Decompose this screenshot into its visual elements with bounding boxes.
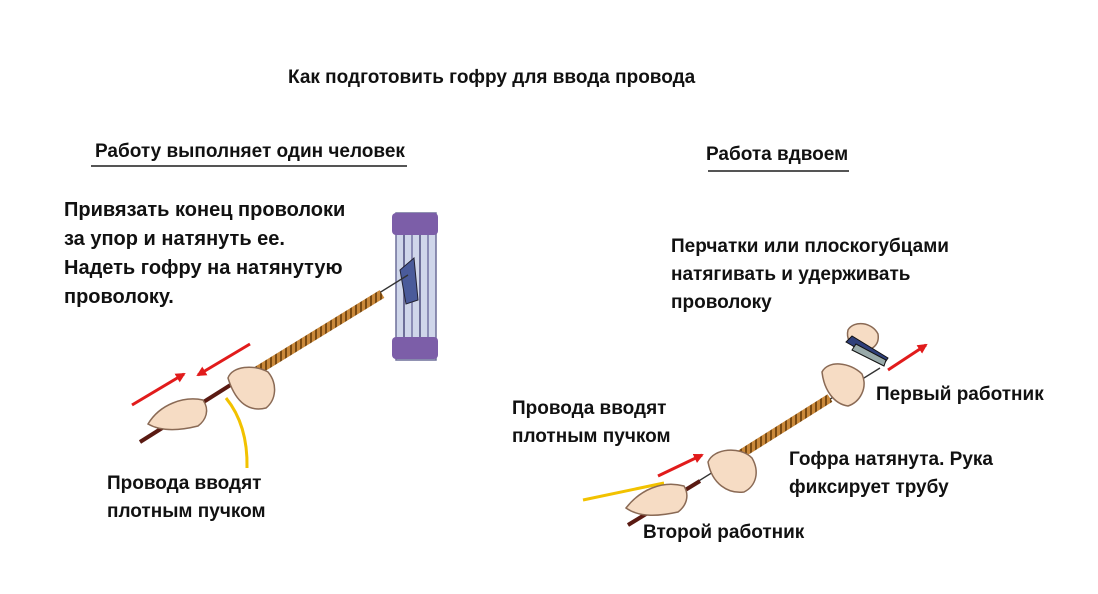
right-hand-pushing bbox=[624, 483, 688, 516]
left-hand-holding bbox=[227, 366, 276, 410]
first-worker-label: Первый работник bbox=[876, 384, 1044, 405]
right-wires-caption: Провода вводят плотным пучком bbox=[512, 398, 671, 447]
left-hand-pushing bbox=[146, 398, 208, 431]
left-heading-underline bbox=[91, 165, 407, 167]
left-yellow-guide bbox=[224, 397, 249, 469]
left-corrugated-tube bbox=[252, 290, 385, 376]
right-section-heading: Работа вдвоем bbox=[706, 144, 849, 165]
left-arrow-down bbox=[196, 342, 251, 377]
left-wires-caption: Провода вводят плотным пучком bbox=[107, 473, 266, 522]
right-heading-underline bbox=[708, 170, 849, 172]
right-instruction-text: Перчатки или плоскогубцами натягивать и … bbox=[671, 236, 949, 313]
right-arrow-top bbox=[887, 343, 928, 372]
left-post bbox=[392, 212, 438, 361]
left-section-heading: Работу выполняет один человек bbox=[95, 141, 405, 162]
left-instruction-text: Привязать конец проволоки за упор и натя… bbox=[64, 199, 346, 308]
corrugation-caption: Гофра натянута. Рука фиксирует трубу bbox=[789, 449, 993, 498]
main-title: Как подготовить гофру для ввода провода bbox=[288, 67, 696, 88]
second-worker-label: Второй работник bbox=[643, 522, 805, 543]
right-hand-first-worker bbox=[821, 363, 865, 407]
left-arrow-up bbox=[131, 372, 186, 407]
right-yellow-guide bbox=[582, 481, 665, 502]
right-arrow-bundle bbox=[657, 453, 704, 478]
right-hand-holding-tube bbox=[707, 449, 757, 493]
pliers-hand bbox=[845, 322, 889, 367]
